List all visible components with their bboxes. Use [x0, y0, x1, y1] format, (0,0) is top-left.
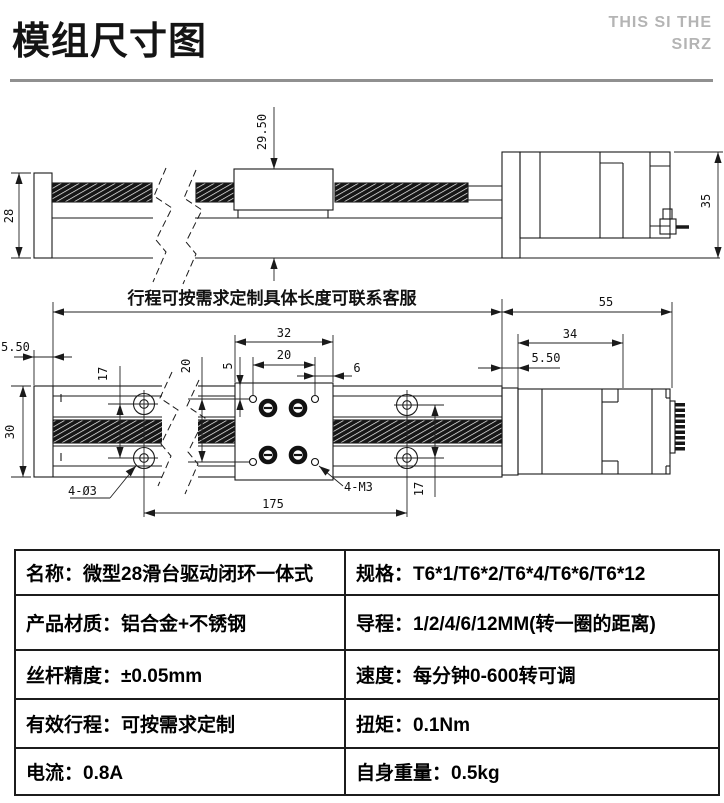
- dim-17-right: 17: [412, 482, 426, 496]
- top-view: [33, 385, 685, 478]
- dim-6: 6: [353, 361, 360, 375]
- dimension-labels: 28 29.50 35 行程可按需求定制具体长度可联系客服 55 34 5.50…: [1, 114, 713, 511]
- brand-watermark-line2: SIRZ: [671, 36, 712, 53]
- cad-drawing-svg: 28 29.50 35 行程可按需求定制具体长度可联系客服 55 34 5.50…: [1, 107, 723, 517]
- dim-35: 35: [699, 194, 713, 208]
- dim-34: 34: [563, 327, 577, 341]
- dim-20-vertical: 20: [179, 359, 193, 373]
- connector-pins-icon: [675, 403, 685, 451]
- spec-cell-precision: 丝杆精度：±0.05mm: [14, 649, 346, 700]
- spec-row-3: 丝杆精度：±0.05mm 速度：每分钟0-600转可调: [14, 649, 720, 700]
- spec-cell-torque: 扭矩：0.1Nm: [344, 698, 720, 749]
- carriage-plate-top: [234, 382, 334, 481]
- label-holes-m3: 4-M3: [344, 480, 373, 494]
- spec-table: 名称：微型28滑台驱动闭环一体式 规格：T6*1/T6*2/T6*4/T6*6/…: [14, 549, 720, 796]
- dim-5-50-left: 5.50: [1, 340, 30, 354]
- dimension-lines: [11, 107, 723, 517]
- dim-20-horizontal: 20: [277, 348, 291, 362]
- spec-cell-speed: 速度：每分钟0-600转可调: [344, 649, 720, 700]
- page-title: 模组尺寸图: [12, 21, 208, 63]
- spec-row-2: 产品材质：铝合金+不锈钢 导程：1/2/4/6/12MM(转一圈的距离): [14, 594, 720, 651]
- dim-32: 32: [277, 326, 291, 340]
- spec-row-1: 名称：微型28滑台驱动闭环一体式 规格：T6*1/T6*2/T6*4/T6*6/…: [14, 549, 720, 596]
- dim-17-left: 17: [96, 367, 110, 381]
- break-symbols: [152, 166, 206, 495]
- label-holes-phi3: 4-Ø3: [68, 484, 97, 498]
- dim-29-50: 29.50: [255, 114, 269, 150]
- dim-5-50-right: 5.50: [532, 351, 561, 365]
- brand-watermark-line1: THIS SI THE: [608, 14, 712, 31]
- spec-cell-current: 电流：0.8A: [14, 747, 346, 796]
- title-divider: [10, 79, 713, 82]
- dim-55: 55: [599, 295, 613, 309]
- dim-175: 175: [262, 497, 284, 511]
- dim-30: 30: [3, 425, 17, 439]
- spec-cell-lead: 导程：1/2/4/6/12MM(转一圈的距离): [344, 594, 720, 651]
- side-view: [33, 151, 720, 259]
- spec-row-5: 电流：0.8A 自身重量：0.5kg: [14, 747, 720, 796]
- spec-cell-weight: 自身重量：0.5kg: [344, 747, 720, 796]
- stroke-note: 行程可按需求定制具体长度可联系客服: [127, 288, 418, 308]
- spec-cell-stroke: 有效行程：可按需求定制: [14, 698, 346, 749]
- spec-row-4: 有效行程：可按需求定制 扭矩：0.1Nm: [14, 698, 720, 749]
- dimension-arrowheads: [15, 152, 722, 517]
- dimension-drawing: 28 29.50 35 行程可按需求定制具体长度可联系客服 55 34 5.50…: [0, 95, 724, 545]
- spec-cell-model: 规格：T6*1/T6*2/T6*4/T6*6/T6*12: [344, 549, 720, 596]
- dim-28: 28: [2, 209, 16, 223]
- brand-watermark: THIS SI THE SIRZ: [609, 12, 712, 56]
- spec-cell-name: 名称：微型28滑台驱动闭环一体式: [14, 549, 346, 596]
- dim-5: 5: [221, 362, 235, 369]
- spec-cell-material: 产品材质：铝合金+不锈钢: [14, 594, 346, 651]
